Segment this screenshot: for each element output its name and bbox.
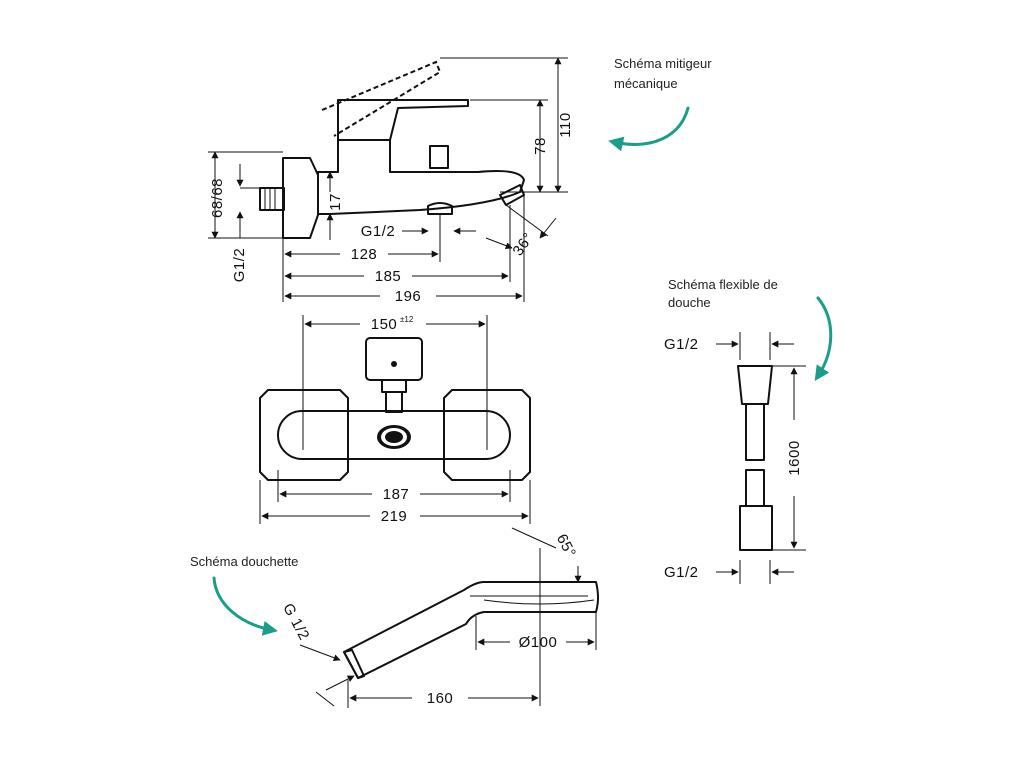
dim-110: 110 <box>557 112 574 137</box>
caption-mixer-line1: Schéma mitigeur <box>614 56 712 71</box>
mixer-dimensions: 110 78 68/68 G1/2 17 G1/2 36° <box>208 57 574 305</box>
dim-hose-g12-bottom: G1/2 <box>664 564 699 581</box>
hand-shower-connector <box>343 649 365 679</box>
dim-150: 150 <box>371 316 398 333</box>
hose-bottom-segment <box>745 469 765 507</box>
plan-lever <box>365 337 423 381</box>
dim-g12-side: G1/2 <box>231 248 248 283</box>
caption-hose-line1: Schéma flexible de <box>668 277 778 292</box>
dim-17: 17 <box>327 193 344 211</box>
dim-160: 160 <box>427 690 454 707</box>
hand-shower-body <box>343 581 599 679</box>
diverter-knob <box>429 145 449 169</box>
mixer-lever <box>337 99 469 141</box>
hose-arrow-icon <box>814 296 833 381</box>
dim-65-deg: 65° <box>553 531 579 560</box>
hose-top-nut <box>737 365 773 405</box>
dim-1600: 1600 <box>786 440 803 475</box>
dim-185: 185 <box>375 268 402 285</box>
caption-hose: Schéma flexible de douche <box>668 277 778 310</box>
dim-hose-g12-top: G1/2 <box>664 336 699 353</box>
handshower-arrow-icon <box>212 576 278 636</box>
caption-mixer: Schéma mitigeur mécanique <box>614 56 712 91</box>
hose-dimensions: G1/2 1600 G1/2 <box>664 332 806 584</box>
mixer-body <box>317 139 525 215</box>
dim-36-deg: 36° <box>509 230 537 260</box>
hose-bottom-nut <box>739 505 773 551</box>
hand-shower <box>343 581 599 679</box>
lever-open-position <box>321 60 442 137</box>
wall-flange <box>282 157 319 239</box>
dim-g12-spout: G1/2 <box>361 223 396 240</box>
dim-128: 128 <box>351 246 378 263</box>
inlet-thread <box>259 187 285 211</box>
dim-78: 78 <box>532 137 549 155</box>
dim-196: 196 <box>395 288 422 305</box>
dim-diameter-100: Ø100 <box>519 634 558 651</box>
dim-187: 187 <box>383 486 410 503</box>
plan-diverter-stem <box>385 391 403 413</box>
caption-hose-line2: douche <box>668 295 711 310</box>
shower-dimensions: G 1/2 65° Ø100 160 <box>279 527 597 708</box>
hose-top-segment <box>745 403 765 461</box>
shower-hose <box>737 365 773 551</box>
plan-dimensions: 150 ±12 187 219 <box>259 315 531 525</box>
spout-outlet <box>427 202 453 215</box>
caption-handshower: Schéma douchette <box>190 554 298 569</box>
dim-150-tolerance: ±12 <box>400 315 414 324</box>
mixer-arrow-icon <box>608 106 690 152</box>
plan-diverter <box>381 379 407 393</box>
dim-219: 219 <box>381 508 408 525</box>
mixer-plan-view <box>259 337 531 481</box>
dim-shower-g12: G 1/2 <box>279 601 312 644</box>
dim-68-68: 68/68 <box>209 178 226 218</box>
caption-mixer-line2: mécanique <box>614 76 678 91</box>
right-flange <box>443 389 531 481</box>
mixer-side-view <box>259 60 525 239</box>
left-flange <box>259 389 349 481</box>
